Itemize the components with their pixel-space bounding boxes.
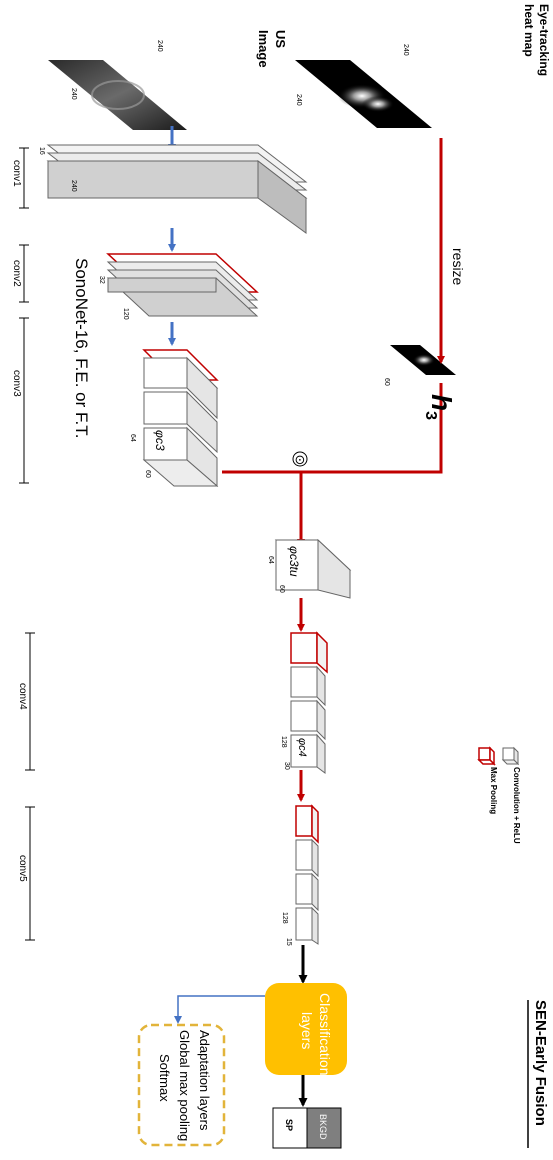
fused-dim-b: 60 [278,585,285,593]
conv3-label: conv3 [11,370,22,397]
us-title-1: US [273,30,288,48]
resize-label: resize [450,248,466,286]
conv2-dim-a: 32 [98,276,105,284]
network-name: SonoNet-16, F.E. or F.T. [72,258,91,438]
conv2-block [108,254,257,316]
h3-multiply-arrow [222,383,441,472]
conv3-block [144,350,217,486]
phi-c3-tu-label: φc3tu [287,546,301,577]
phi-c4-text: φc4 [296,738,308,757]
conv3-dim-a: 64 [129,434,136,442]
h3-subscript: 3 [422,411,439,420]
conv1-label: conv1 [11,160,22,187]
h3-dim: 60 [383,378,390,386]
classification-label-2: layers [299,1012,315,1049]
phi-c3-tu-text: φc3tu [287,546,301,577]
conv5-dim-b: 15 [285,938,292,946]
output-bkgd-label: BKGD [318,1114,328,1140]
conv4-dim-a: 128 [280,736,287,748]
phi-c4-label: φc4 [296,738,308,757]
page-title: SEN-Early Fusion [532,1000,549,1126]
conv3-dim-b: 60 [144,470,151,478]
conv4-label: conv4 [17,683,28,710]
legend-pool-label: Max Pooling [489,767,498,814]
h3-label: h3 [422,394,457,420]
conv1-dim-b: 240 [70,180,77,192]
heatmap-title-1: Eye-tracking [537,4,551,76]
conv5-pool-cube [296,806,318,842]
conv5-block [296,806,318,944]
conv5-label: conv5 [17,855,28,882]
legend-conv-icon [503,748,518,764]
legend-conv-label: Convolution + ReLU [512,767,521,844]
h3-image [390,345,456,375]
phi-c3-text: φc3 [153,430,167,451]
heatmap-title-2: heat map [522,4,536,57]
legend-pool-icon [479,748,494,764]
conv4-dim-b: 30 [283,762,290,770]
h3-symbol: h [426,394,457,411]
heatmap-dim-a: 240 [402,44,409,56]
heatmap-dim-b: 240 [295,94,302,106]
classifier-detail-connector [178,996,265,1022]
detail-softmax: Softmax [157,1054,172,1102]
fused-dim-a: 64 [267,556,274,564]
conv1-block [48,145,306,233]
us-dim-a: 240 [156,40,163,52]
hadamard-symbol: ⊙ [295,452,306,467]
classification-label-1: Classification [317,993,333,1075]
us-dim-b: 240 [70,88,77,100]
phi-c3-label: φc3 [153,430,167,451]
detail-adaptation: Adaptation layers [197,1030,212,1131]
conv3-bracket [19,318,29,483]
us-title-2: Image [256,30,271,68]
detail-global-max-pooling: Global max pooling [177,1030,192,1141]
us-image [48,60,187,130]
conv5-dim-a: 128 [281,912,288,924]
heatmap-image [295,60,432,128]
conv4-pool-cube [291,633,327,672]
conv1-dim-a: 16 [38,147,45,155]
conv2-label: conv2 [11,260,22,287]
output-sp-label: SP [284,1119,294,1131]
conv2-dim-b: 120 [122,308,129,320]
